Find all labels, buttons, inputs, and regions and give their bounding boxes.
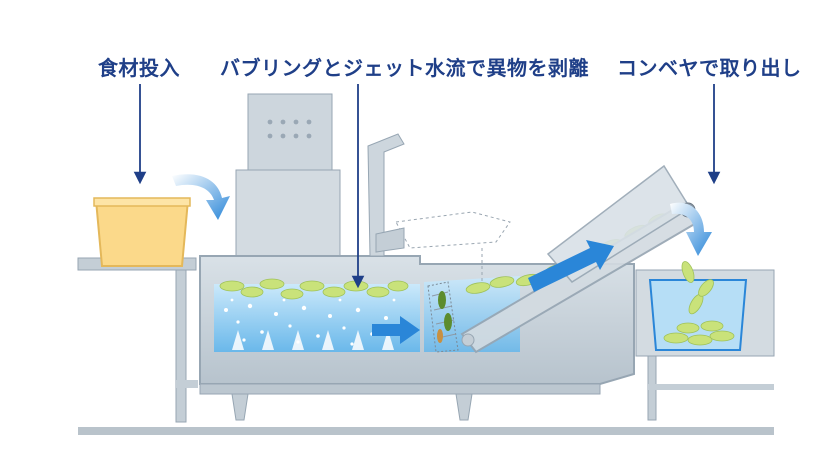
input-bin <box>93 197 191 267</box>
lifting-arm <box>395 211 511 290</box>
tank-flow-arrow-icon <box>372 316 420 344</box>
output-curved-arrow-icon <box>670 202 712 256</box>
input-curved-arrow-icon <box>172 174 230 220</box>
frame-column <box>367 133 405 257</box>
jet-nozzles <box>232 330 394 350</box>
label-food-input: 食材投入 <box>98 56 180 80</box>
label-conveyor-output: コンベヤで取り出し <box>617 56 802 80</box>
water-basin <box>214 284 420 352</box>
mesh-screen <box>427 281 459 353</box>
control-box <box>235 93 341 257</box>
input-table <box>77 257 198 423</box>
floating-vegetables <box>219 278 409 300</box>
bubbles <box>224 298 396 346</box>
floor-line <box>78 427 774 435</box>
label-bubbling-wash: バブリングとジェット水流で異物を剥離 <box>220 56 589 80</box>
conveyor-flow-arrow-icon <box>528 240 614 292</box>
output-bin <box>648 261 748 351</box>
